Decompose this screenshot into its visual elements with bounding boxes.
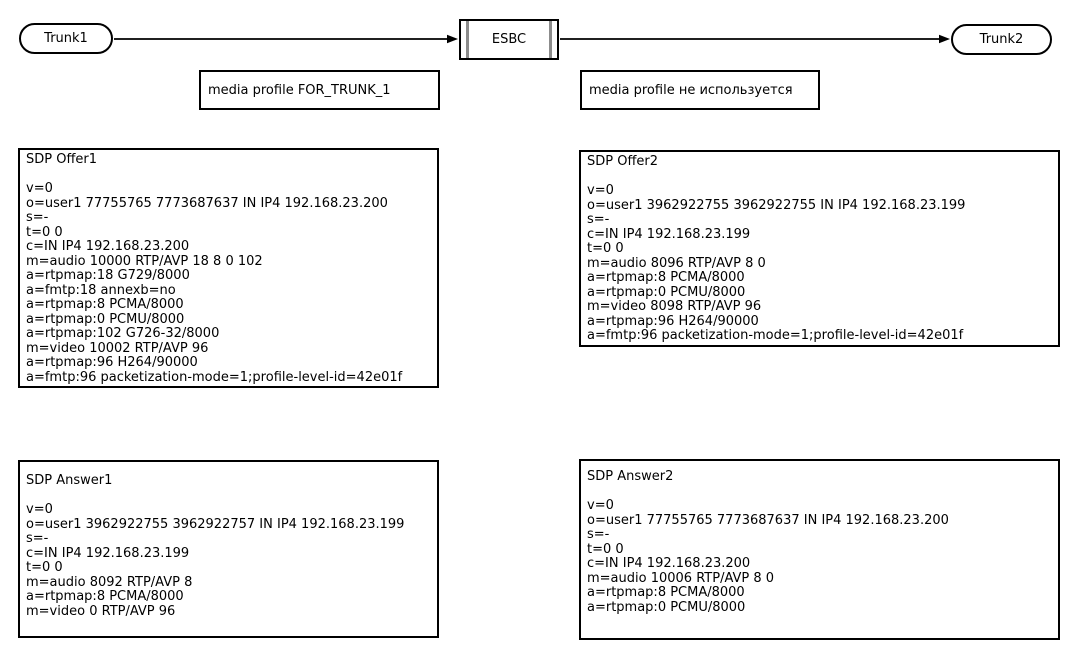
sdp-offer1-box: SDP Offer1 v=0 o=user1 77755765 77736876… (18, 148, 439, 388)
sdp-offer2-box: SDP Offer2 v=0 o=user1 3962922755 396292… (579, 150, 1060, 347)
esbc-right-bar (549, 21, 552, 58)
connector-trunk1-esbc (114, 34, 458, 44)
sdp-answer2-box: SDP Answer2 v=0 o=user1 77755765 7773687… (579, 459, 1060, 640)
sdp-answer1-title: SDP Answer1 (26, 473, 113, 488)
note-media-profile-trunk2-text: media profile не используется (589, 82, 793, 98)
esbc-left-bar (466, 21, 469, 58)
node-trunk2: Trunk2 (951, 24, 1052, 55)
node-esbc-label: ESBC (491, 32, 527, 47)
sdp-offer1-lines: v=0 o=user1 77755765 7773687637 IN IP4 1… (26, 181, 403, 385)
note-media-profile-trunk1: media profile FOR_TRUNK_1 (199, 70, 440, 110)
arrowhead-trunk2 (939, 34, 950, 44)
node-esbc: ESBC (459, 19, 559, 60)
node-trunk2-label: Trunk2 (979, 32, 1024, 47)
sdp-offer2-title: SDP Offer2 (587, 154, 659, 169)
sdp-answer1-box: SDP Answer1 v=0 o=user1 3962922755 39629… (18, 460, 439, 638)
sdp-answer2-title: SDP Answer2 (587, 469, 674, 484)
note-media-profile-trunk1-text: media profile FOR_TRUNK_1 (208, 82, 391, 98)
arrowhead-esbc (447, 34, 458, 44)
note-media-profile-trunk2: media profile не используется (580, 70, 820, 110)
node-trunk1-label: Trunk1 (44, 31, 88, 46)
sdp-offer2-lines: v=0 o=user1 3962922755 3962922755 IN IP4… (587, 183, 966, 343)
node-trunk1: Trunk1 (19, 23, 113, 54)
sdp-offer1-title: SDP Offer1 (26, 152, 98, 167)
sdp-answer1-lines: v=0 o=user1 3962922755 3962922757 IN IP4… (26, 502, 405, 619)
sdp-answer2-lines: v=0 o=user1 77755765 7773687637 IN IP4 1… (587, 498, 949, 615)
connector-esbc-trunk2 (560, 34, 950, 44)
